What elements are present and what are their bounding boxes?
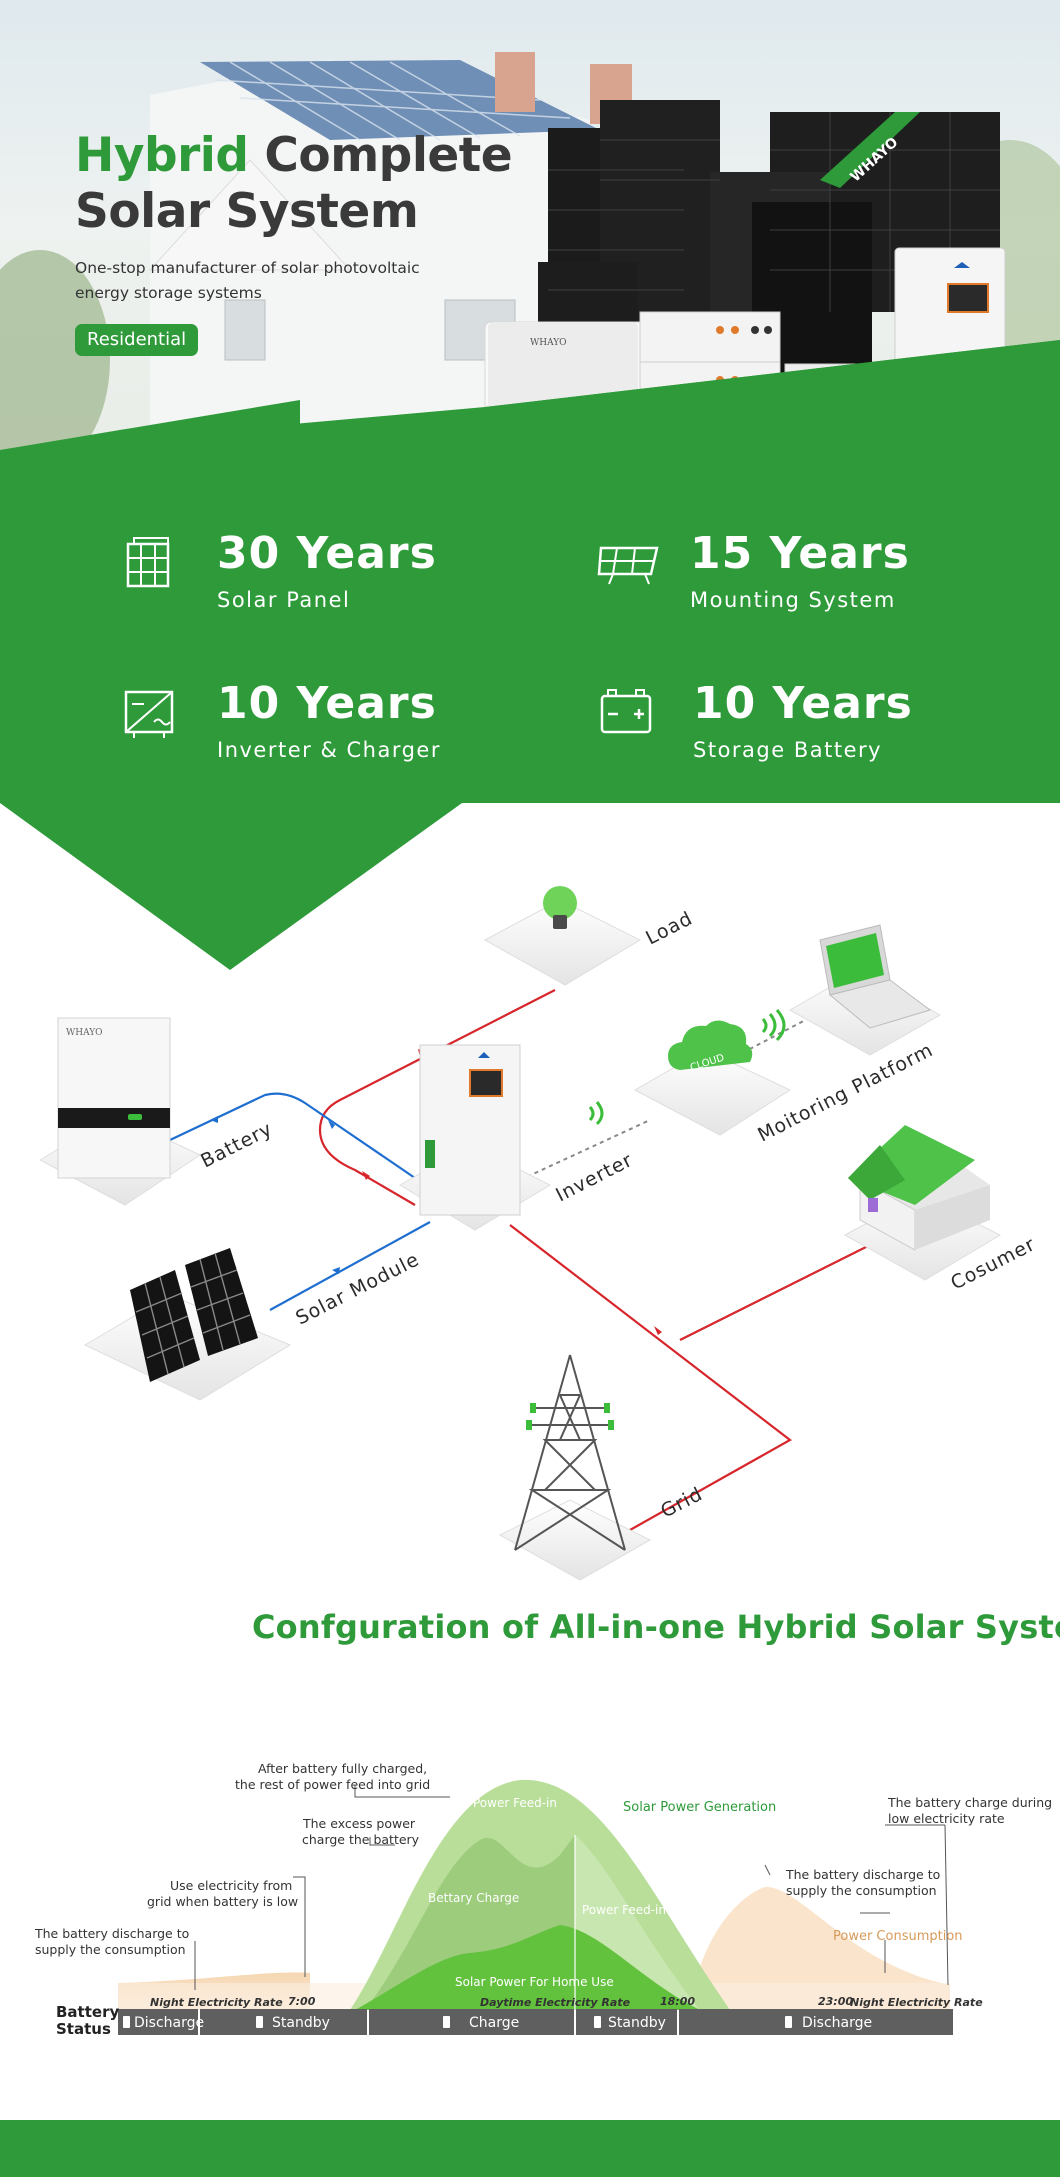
solar-line bbox=[269, 1221, 431, 1311]
annotation-charge-low-1: The battery charge during bbox=[887, 1795, 1052, 1810]
warranty-years: 15 Years bbox=[690, 528, 910, 579]
annotation-use-grid-1: Use electricity from bbox=[170, 1878, 292, 1893]
axis-2300: 23:00 bbox=[818, 1995, 853, 2008]
load-line-lower bbox=[318, 1129, 416, 1206]
battery-status-bar: Discharge Standby Charge Standby Dischar… bbox=[118, 2009, 953, 2035]
configuration-title: Confguration of All-in-one Hybrid Solar … bbox=[252, 1608, 1060, 1646]
solar-module-label: Solar Module bbox=[292, 1248, 423, 1329]
residential-badge: Residential bbox=[75, 324, 199, 356]
annotation-after-charged-2: the rest of power feed into grid bbox=[235, 1777, 430, 1792]
grid-label: Grid bbox=[657, 1483, 706, 1523]
house-icon bbox=[848, 1125, 990, 1251]
battery-line bbox=[169, 1092, 416, 1179]
warranty-label: Solar Panel bbox=[217, 588, 351, 612]
hero-wall-battery-brand: WHAYO bbox=[530, 338, 567, 348]
label-solar-home-use: Solar Power For Home Use bbox=[455, 1975, 614, 1989]
warranty-label: Storage Battery bbox=[693, 738, 883, 762]
warranty-label: Mounting System bbox=[690, 588, 896, 612]
hero-title-accent: Hybrid bbox=[75, 128, 249, 183]
battery-status-label: Battery Status bbox=[56, 2004, 119, 2038]
annotation-after-charged-1: After battery fully charged, bbox=[258, 1761, 427, 1776]
warranty-years: 30 Years bbox=[217, 528, 437, 579]
annotation-excess-1: The excess power bbox=[302, 1816, 416, 1831]
footer-bar bbox=[0, 2120, 1060, 2177]
battery-status-icons bbox=[123, 2016, 792, 2028]
wifi-icon bbox=[588, 1009, 786, 1126]
status-segment-charge bbox=[369, 2009, 574, 2035]
warranty-inverter: 10 Years Inverter & Charger bbox=[122, 678, 542, 768]
system-diagram: Load CLOUD Moitoring Platform WHAYO Batt… bbox=[38, 886, 1039, 1581]
load-label: Load bbox=[642, 907, 696, 949]
hero-title-line2: Solar System bbox=[75, 184, 419, 239]
battery-label: Battery bbox=[197, 1118, 276, 1173]
status-text-standby-2: Standby bbox=[608, 2015, 666, 2031]
wall-battery-brand: WHAYO bbox=[66, 1028, 103, 1038]
inverter-icon bbox=[124, 690, 174, 738]
status-text-standby: Standby bbox=[272, 2015, 330, 2031]
status-segment-standby bbox=[200, 2009, 367, 2035]
grid-platform bbox=[498, 1499, 652, 1581]
axis-1800: 18:00 bbox=[660, 1995, 695, 2008]
axis-night-right: Night Electricity Rate bbox=[850, 1996, 983, 2009]
status-segment-standby-2 bbox=[576, 2009, 677, 2035]
annotation-charge-low-2: low electricity rate bbox=[888, 1811, 1005, 1826]
inverter-label: Inverter bbox=[552, 1149, 636, 1206]
load-line bbox=[318, 989, 556, 1131]
consumer-line bbox=[679, 1239, 881, 1341]
warranty-years: 10 Years bbox=[217, 678, 437, 729]
warranty-band-shape bbox=[0, 340, 1060, 970]
mounting-system-icon bbox=[597, 546, 659, 585]
warranty-solar-panel: 30 Years Solar Panel bbox=[122, 528, 542, 618]
load-platform bbox=[483, 899, 642, 986]
battery-status-label-line1: Battery bbox=[56, 2003, 120, 2021]
warranty-mounting-system: 15 Years Mounting System bbox=[595, 528, 1015, 618]
hero-title: Hybrid Complete Solar System bbox=[75, 128, 513, 240]
axis-700: 7:00 bbox=[288, 1995, 316, 2008]
solar-module-icon bbox=[130, 1248, 258, 1382]
transmission-tower-icon bbox=[514, 1354, 626, 1551]
status-text-charge: Charge bbox=[469, 2015, 519, 2031]
label-power-consumption: Power Consumption bbox=[833, 1929, 963, 1944]
hero-title-rest: Complete bbox=[248, 128, 513, 183]
label-power-feed-in-top: Power Feed-in bbox=[473, 1796, 557, 1810]
warranty-label: Inverter & Charger bbox=[217, 738, 441, 762]
axis-daytime: Daytime Electricity Rate bbox=[480, 1996, 631, 2009]
warranty-years: 10 Years bbox=[693, 678, 913, 729]
label-power-feed-in-right: Power Feed-in bbox=[582, 1903, 666, 1917]
solar-home-use-area bbox=[355, 1925, 700, 2010]
annotation-discharge-left-1: The battery discharge to bbox=[34, 1926, 189, 1941]
status-text-discharge: Discharge bbox=[134, 2015, 204, 2031]
bulb-icon bbox=[543, 886, 577, 920]
status-text-discharge-2: Discharge bbox=[802, 2015, 872, 2031]
hero-subtitle: One-stop manufacturer of solar photovolt… bbox=[75, 259, 420, 302]
label-battery-charge: Bettary Charge bbox=[428, 1891, 519, 1905]
annotation-use-grid-2: grid when battery is low bbox=[147, 1894, 298, 1909]
annotation-discharge-right-2: supply the consumption bbox=[786, 1883, 937, 1898]
monitor-dashed bbox=[519, 1014, 816, 1181]
annotation-discharge-left-2: supply the consumption bbox=[35, 1942, 186, 1957]
label-solar-generation: Solar Power Generation bbox=[623, 1800, 776, 1815]
battery-status-label-line2: Status bbox=[56, 2020, 111, 2038]
solar-panel-icon bbox=[126, 537, 170, 588]
power-consumption-area-right bbox=[690, 1886, 950, 2010]
battery-icon bbox=[600, 689, 652, 734]
annotation-discharge-right-1: The battery discharge to bbox=[785, 1867, 940, 1882]
wall-battery-icon bbox=[57, 1017, 171, 1179]
energy-flow-chart: After battery fully charged, the rest of… bbox=[34, 1761, 1052, 2035]
status-segment-discharge bbox=[118, 2009, 198, 2035]
warranty-storage-battery: 10 Years Storage Battery bbox=[598, 678, 1018, 768]
grid-line bbox=[509, 1224, 792, 1531]
cloud-icon bbox=[668, 1020, 753, 1070]
status-segment-discharge-2 bbox=[679, 2009, 953, 2035]
annotation-excess-2: charge the battery bbox=[302, 1832, 420, 1847]
axis-night-left: Night Electricity Rate bbox=[150, 1996, 283, 2009]
